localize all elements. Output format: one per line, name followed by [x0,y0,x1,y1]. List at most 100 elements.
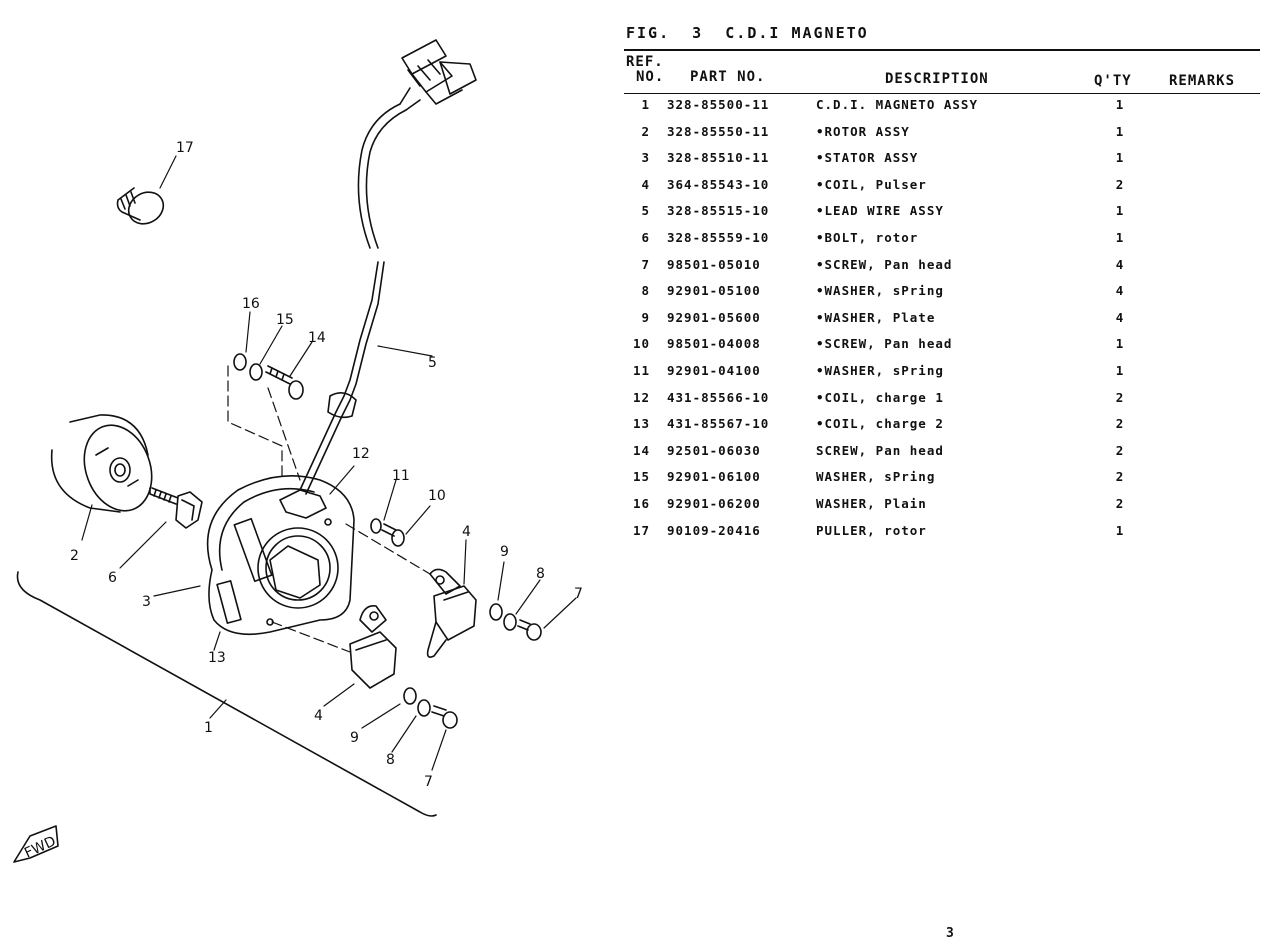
callout-13: 13 [208,650,226,666]
ref-cell: 9 [641,309,650,325]
page-number: 3 [946,926,954,941]
screw-washer-set-lower-7-9 [403,687,458,729]
qty-cell: 1 [1115,123,1125,139]
part-no-cell: 431-85567-10 [667,416,770,432]
part-no-cell: 328-85500-11 [667,97,770,112]
description-cell: •COIL, charge 2 [816,416,944,432]
callout-15: 15 [276,312,294,328]
assembly-bracket-line [16,571,437,817]
fwd-label: FWD [22,833,58,861]
figure-title: FIG. 3 C.D.I MAGNETO [626,24,869,42]
callout-4-lower: 4 [314,708,323,724]
part-no-cell: 90109-20416 [667,522,761,538]
part-no-cell: 328-85550-11 [667,123,770,139]
ref-cell: 1 [641,97,650,112]
ref-cell: 10 [632,336,650,352]
part-no-cell: 92901-05100 [667,283,761,299]
table-row: 15 92901-06100 WASHER, sPring 2 [0,469,1261,495]
description-cell: PULLER, rotor [816,522,927,538]
callout-3: 3 [142,594,151,610]
callout-9-lower: 9 [350,730,359,746]
callout-11: 11 [392,468,410,484]
title-rule [624,49,1260,51]
qty-cell: 1 [1115,150,1125,166]
description-cell: •WASHER, sPring [816,363,944,378]
qty-cell: 4 [1115,283,1125,299]
ref-cell: 13 [632,416,650,432]
callout-leader-lines [81,155,577,771]
description-cell: •WASHER, sPring [816,283,944,299]
ref-cell: 7 [641,256,650,272]
ref-cell: 15 [632,469,650,485]
header-rule [624,93,1260,94]
part-no-cell: 431-85566-10 [667,389,770,405]
part-no-cell: 92901-06100 [667,469,761,485]
qty-cell: 4 [1115,309,1125,325]
table-row: 9 92901-05600 •WASHER, Plate 4 [0,310,1261,336]
qty-cell: 1 [1115,203,1125,219]
description-cell: •BOLT, rotor [816,230,919,245]
ref-cell: 5 [641,203,650,219]
part-no-cell: 92901-06200 [667,496,761,511]
part-no-cell: 92901-05600 [667,309,761,325]
part-no-cell: 328-85515-10 [667,203,770,219]
description-cell: SCREW, Pan head [816,442,944,458]
ref-cell: 12 [632,389,650,405]
description-cell: •COIL, Pulser [816,176,927,192]
rotor-bolt-part-6 [149,487,203,529]
ref-cell: 16 [632,496,650,511]
header-part-no: PART NO. [690,69,766,85]
part-no-cell: 92901-04100 [667,363,761,378]
header-remarks: REMARKS [1169,73,1236,89]
pulser-coil-lower-part-4 [349,604,397,689]
description-cell: WASHER, sPring [816,469,936,485]
header-qty: Q'TY [1094,73,1132,89]
qty-cell: 2 [1115,496,1125,511]
screw-washer-set-upper-7-9 [489,603,542,641]
qty-cell: 1 [1115,336,1125,352]
ref-cell: 8 [641,283,650,299]
part-no-cell: 328-85559-10 [667,230,770,245]
ref-cell: 3 [641,150,650,166]
table-row: 2 328-85550-11 •ROTOR ASSY 1 [0,124,1261,150]
qty-cell: 1 [1115,97,1125,112]
qty-cell: 1 [1115,230,1125,245]
description-cell: •STATOR ASSY [816,150,919,166]
callout-5: 5 [428,355,437,371]
qty-cell: 2 [1115,176,1125,192]
callout-14: 14 [308,330,326,346]
callout-9-upper: 9 [500,544,509,560]
assembly-guide-lines [227,365,431,653]
description-cell: •WASHER, Plate [816,309,936,325]
callout-1: 1 [204,720,213,736]
description-cell: •ROTOR ASSY [816,123,910,139]
description-cell: •SCREW, Pan head [816,336,953,352]
qty-cell: 4 [1115,256,1125,272]
stator-part-3 [206,475,355,636]
callout-7-lower: 7 [424,774,433,790]
qty-cell: 2 [1115,442,1125,458]
qty-cell: 2 [1115,469,1125,485]
part-no-cell: 98501-05010 [667,256,761,272]
callout-17: 17 [176,140,194,156]
callout-16: 16 [242,296,260,312]
description-cell: WASHER, Plain [816,496,927,511]
ref-cell: 11 [632,363,650,378]
table-row: 16 92901-06200 WASHER, Plain 2 [0,496,1261,522]
rotor-part-2 [50,414,153,513]
ref-cell: 2 [641,123,650,139]
fwd-arrow-icon [13,825,59,863]
screw-washer-set-14-16 [233,353,304,400]
part-no-cell: 92501-06030 [667,442,761,458]
description-cell: C.D.I. MAGNETO ASSY [816,97,978,112]
ref-cell: 4 [641,176,650,192]
qty-cell: 1 [1115,522,1125,538]
screw-washer-set-10-11 [370,518,405,547]
